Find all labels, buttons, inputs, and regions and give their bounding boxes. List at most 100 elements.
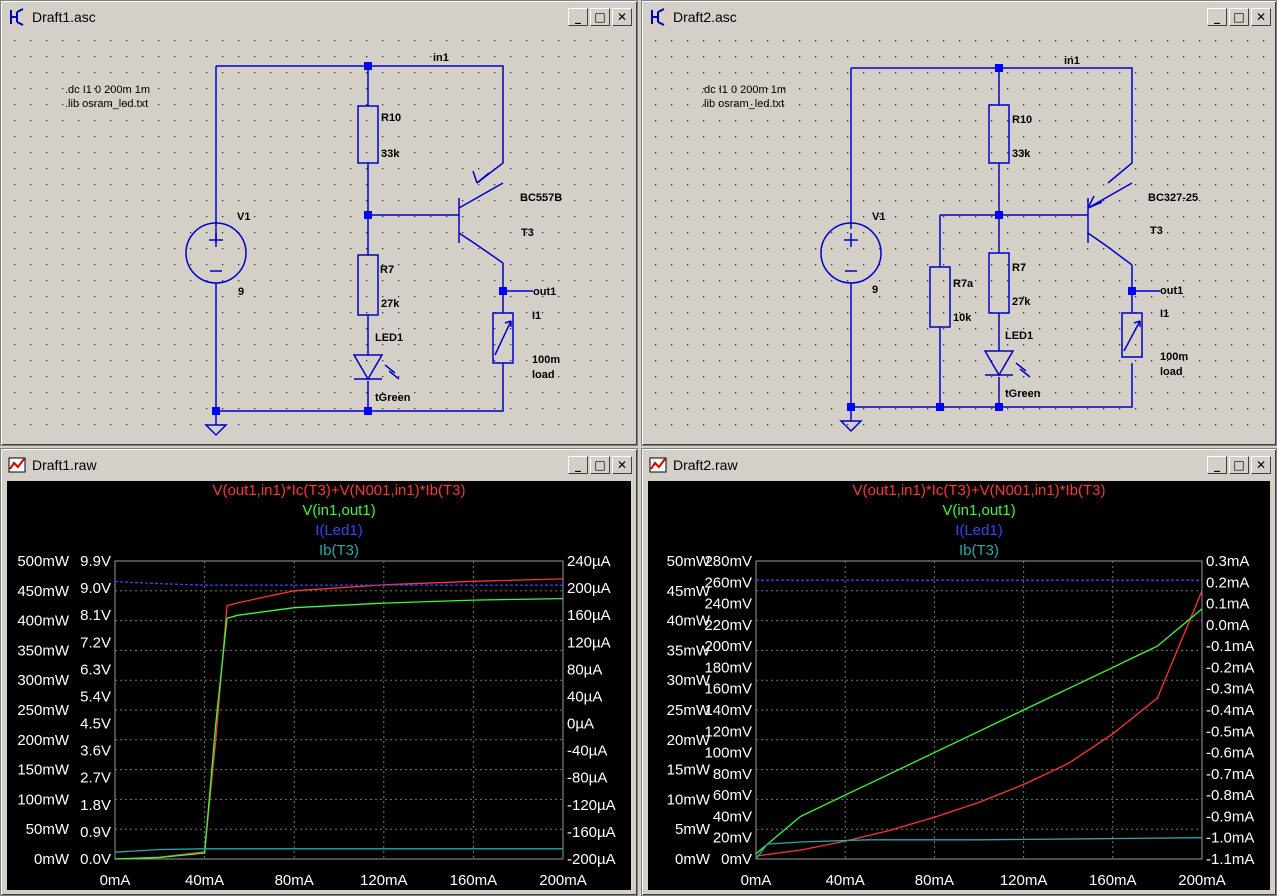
y-tick-label-outer: 300mW <box>17 672 70 689</box>
r7-name: R7 <box>1012 262 1026 274</box>
y-tick-label-outer: 40mW <box>667 613 711 630</box>
series-line <box>114 578 564 860</box>
close-button[interactable]: ✕ <box>1251 8 1271 26</box>
i1-name: I1 <box>532 310 541 322</box>
window-title: Draft2.raw <box>673 457 738 473</box>
waveform-plot-2[interactable]: V(out1,in1)*Ic(T3)+V(N001,in1)*Ib(T3) V(i… <box>648 481 1270 890</box>
draft2-asc-window[interactable]: Draft2.asc _ □ ✕ <box>641 0 1277 446</box>
y-tick-label-inner: 100mV <box>704 745 752 762</box>
legend-entry[interactable]: V(out1,in1)*Ic(T3)+V(N001,in1)*Ib(T3) <box>852 482 1105 499</box>
y-tick-label-right: -0.4mA <box>1206 702 1254 719</box>
x-tick-label: 200mA <box>1178 872 1226 889</box>
y-tick-label-right: 120µA <box>567 634 611 651</box>
y-tick-label-right: 0.3mA <box>1206 553 1249 570</box>
r7-value: 27k <box>381 298 400 310</box>
v1-value: 9 <box>872 284 878 296</box>
i1-extra: load <box>532 369 555 381</box>
minimize-button[interactable]: _ <box>568 456 588 474</box>
minimize-button[interactable]: _ <box>1207 456 1227 474</box>
maximize-button[interactable]: □ <box>590 456 610 474</box>
schematic-canvas-2[interactable]: .dc I1 0 200m 1m .lib osram_led.txt in1 … <box>648 33 1270 440</box>
led-name: LED1 <box>375 332 403 344</box>
minimize-button[interactable]: _ <box>1207 8 1227 26</box>
y-tick-label-inner: 20mV <box>713 830 752 847</box>
close-button[interactable]: ✕ <box>612 456 632 474</box>
y-tick-label-outer: 30mW <box>667 672 711 689</box>
y-tick-label-outer: 25mW <box>667 702 711 719</box>
t3-name: T3 <box>1150 225 1163 237</box>
legend-entry[interactable]: Ib(T3) <box>959 542 999 559</box>
legend-entry[interactable]: V(in1,out1) <box>302 502 375 519</box>
x-tick-label: 40mA <box>185 872 224 889</box>
y-tick-label-inner: 180mV <box>704 659 752 676</box>
y-tick-label-inner: 5.4V <box>80 688 111 705</box>
maximize-button[interactable]: □ <box>1229 456 1249 474</box>
led-value: tGreen <box>1005 388 1041 400</box>
x-tick-label: 160mA <box>1089 872 1137 889</box>
close-button[interactable]: ✕ <box>612 8 632 26</box>
schematic-canvas-1[interactable]: .dc I1 0 200m 1m .lib osram_led.txt in1 … <box>7 33 631 440</box>
net-label-in1: in1 <box>433 52 449 64</box>
i1-value: 100m <box>1160 351 1188 363</box>
draft2-raw-titlebar[interactable]: Draft2.raw _ □ ✕ <box>645 452 1273 478</box>
y-tick-label-right: -0.8mA <box>1206 787 1254 804</box>
series-line <box>114 580 563 586</box>
draft1-raw-titlebar[interactable]: Draft1.raw _ □ ✕ <box>4 452 634 478</box>
legend-entry[interactable]: Ib(T3) <box>319 542 359 559</box>
y-tick-label-inner: 4.5V <box>80 716 111 733</box>
y-tick-label-inner: 260mV <box>704 574 752 591</box>
y-tick-label-right: -0.1mA <box>1206 638 1254 655</box>
plot-area-2[interactable]: V(out1,in1)*Ic(T3)+V(N001,in1)*Ib(T3) V(i… <box>648 481 1270 890</box>
y-tick-label-outer: 15mW <box>667 762 711 779</box>
window-title: Draft1.raw <box>32 457 97 473</box>
legend-entry[interactable]: V(in1,out1) <box>942 502 1015 519</box>
plot-area-1[interactable]: V(out1,in1)*Ic(T3)+V(N001,in1)*Ib(T3) V(i… <box>7 481 631 890</box>
schematic-2-drawing[interactable]: .dc I1 0 200m 1m .lib osram_led.txt in1 … <box>648 33 1270 440</box>
net-label-out1: out1 <box>533 286 556 298</box>
draft2-raw-window[interactable]: Draft2.raw _ □ ✕ V(out1,in1)*Ic(T3)+V(N0… <box>641 448 1277 896</box>
waveform-icon <box>6 454 28 476</box>
draft2-asc-titlebar[interactable]: Draft2.asc _ □ ✕ <box>645 4 1273 30</box>
window-title: Draft2.asc <box>673 9 737 25</box>
close-button[interactable]: ✕ <box>1251 456 1271 474</box>
y-tick-label-outer: 200mW <box>17 732 70 749</box>
y-tick-label-inner: 2.7V <box>80 770 111 787</box>
y-tick-label-outer: 35mW <box>667 642 711 659</box>
t3-model: BC557B <box>520 192 562 204</box>
y-tick-label-right: -1.1mA <box>1206 851 1254 868</box>
schematic-1-drawing[interactable]: .dc I1 0 200m 1m .lib osram_led.txt in1 … <box>7 33 631 440</box>
y-tick-label-outer: 250mW <box>17 702 70 719</box>
y-tick-label-outer: 5mW <box>675 821 711 838</box>
legend-entry[interactable]: V(out1,in1)*Ic(T3)+V(N001,in1)*Ib(T3) <box>212 482 465 499</box>
y-tick-label-inner: 80mV <box>713 766 752 783</box>
y-tick-label-inner: 280mV <box>704 553 752 570</box>
y-tick-label-inner: 3.6V <box>80 743 111 760</box>
draft1-raw-window[interactable]: Draft1.raw _ □ ✕ V(out1,in1)*Ic(T3)+V(N0… <box>0 448 638 896</box>
i1-value: 100m <box>532 354 560 366</box>
y-tick-label-right: -160µA <box>567 824 616 841</box>
y-tick-label-right: -0.5mA <box>1206 723 1254 740</box>
series-line <box>755 608 1203 855</box>
maximize-button[interactable]: □ <box>590 8 610 26</box>
x-tick-label: 200mA <box>539 872 587 889</box>
y-tick-label-right: -40µA <box>567 743 607 760</box>
y-tick-label-right: -1.0mA <box>1206 830 1254 847</box>
draft1-asc-window[interactable]: Draft1.asc _ □ ✕ <box>0 0 638 446</box>
y-tick-label-inner: 0.9V <box>80 824 111 841</box>
maximize-button[interactable]: □ <box>1229 8 1249 26</box>
y-tick-label-right: 200µA <box>567 580 611 597</box>
y-tick-label-inner: 6.3V <box>80 661 111 678</box>
minimize-button[interactable]: _ <box>568 8 588 26</box>
legend-entry[interactable]: I(Led1) <box>315 522 363 539</box>
y-tick-label-inner: 8.1V <box>80 607 111 624</box>
spice-directive-lib: .lib osram_led.txt <box>65 98 148 110</box>
legend-entry[interactable]: I(Led1) <box>955 522 1003 539</box>
y-tick-label-inner: 1.8V <box>80 797 111 814</box>
y-tick-label-right: -0.7mA <box>1206 766 1254 783</box>
y-tick-label-right: 40µA <box>567 688 602 705</box>
v1-value: 9 <box>238 286 244 298</box>
r7a-name: R7a <box>953 278 974 290</box>
waveform-plot-1[interactable]: V(out1,in1)*Ic(T3)+V(N001,in1)*Ib(T3) V(i… <box>7 481 631 890</box>
draft1-asc-titlebar[interactable]: Draft1.asc _ □ ✕ <box>4 4 634 30</box>
r10-value: 33k <box>1012 148 1031 160</box>
